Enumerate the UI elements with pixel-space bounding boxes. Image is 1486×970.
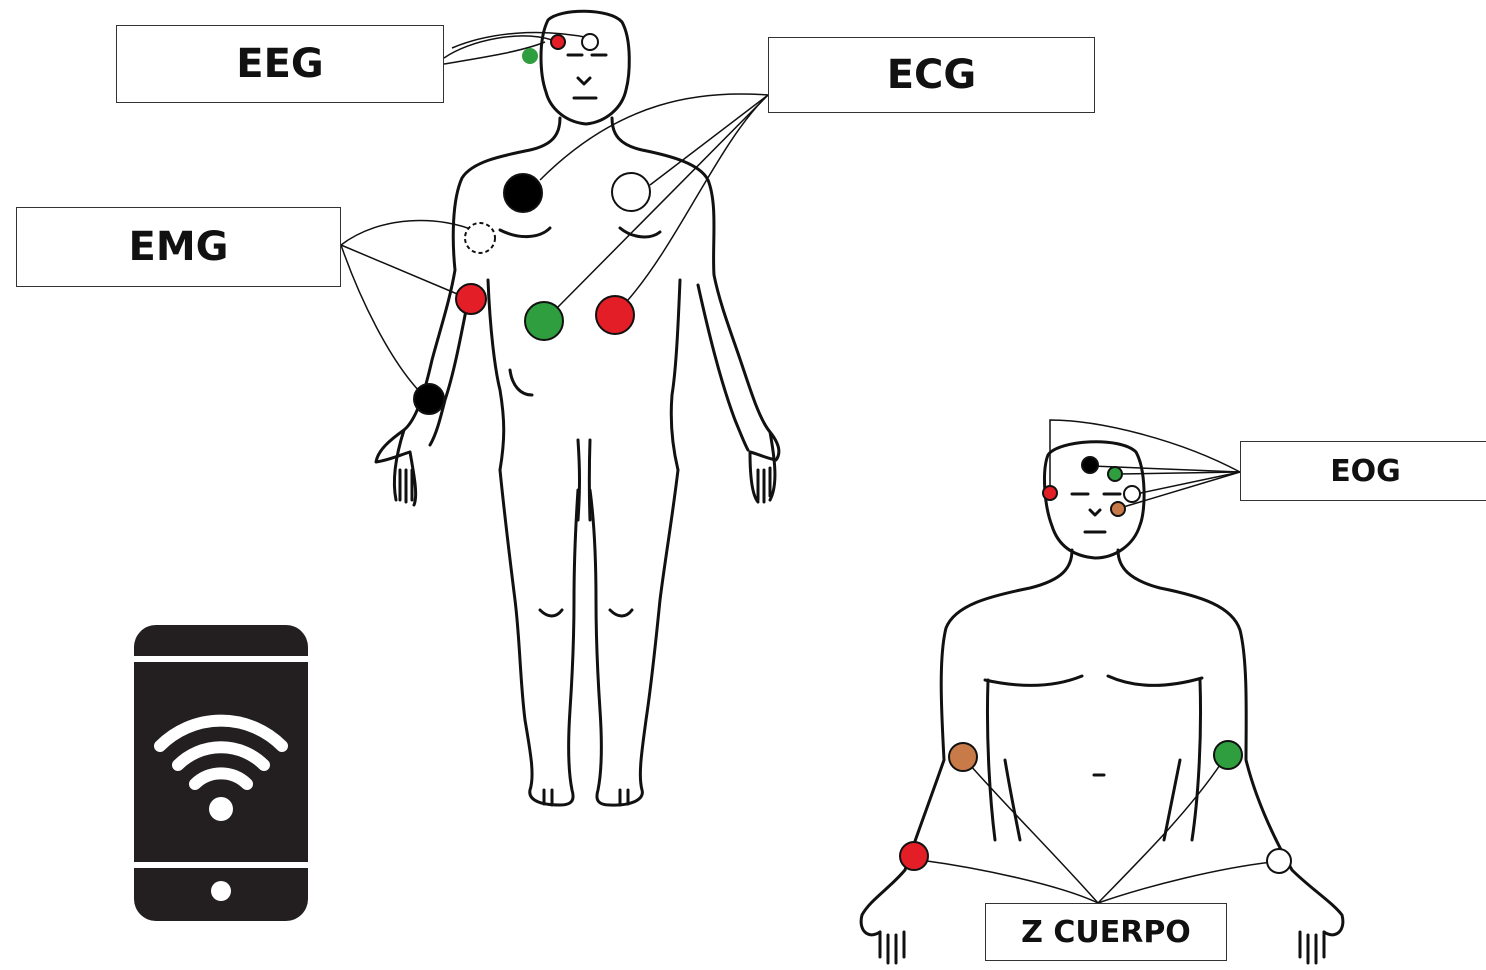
- upper-body-figure: [861, 442, 1343, 963]
- electrode-eog-black: [1082, 457, 1098, 473]
- electrode-z-white: [1267, 849, 1291, 873]
- electrode-emg-black: [414, 384, 444, 414]
- electrode-eeg-red: [551, 35, 565, 49]
- electrode-eeg-white: [582, 34, 598, 50]
- electrode-ecg-white: [612, 173, 650, 211]
- eog-label-text: EOG: [1330, 454, 1401, 489]
- smartphone-wifi-icon: [134, 625, 308, 921]
- electrode-z-brown: [949, 743, 977, 771]
- electrode-ecg-green: [525, 302, 563, 340]
- emg-label: EMG: [16, 207, 341, 287]
- eeg-label: EEG: [116, 25, 444, 103]
- ecg-label-text: ECG: [887, 52, 977, 98]
- eeg-label-text: EEG: [236, 41, 323, 87]
- electrode-z-green: [1214, 741, 1242, 769]
- electrode-eog-brown: [1111, 502, 1125, 516]
- electrode-eeg-green: [522, 48, 538, 64]
- ecg-label: ECG: [768, 37, 1095, 113]
- z-cuerpo-label: Z CUERPO: [985, 903, 1227, 961]
- z-cuerpo-leads: [920, 762, 1272, 903]
- eeg-leads: [444, 33, 590, 64]
- electrode-z-red: [900, 842, 928, 870]
- eog-label: EOG: [1240, 441, 1486, 501]
- electrode-emg-white: [465, 223, 495, 253]
- electrode-ecg-black: [504, 174, 542, 212]
- electrode-eog-red: [1043, 486, 1057, 500]
- electrodes: [414, 34, 1291, 873]
- electrode-eog-white: [1124, 486, 1140, 502]
- electrode-emg-red: [456, 284, 486, 314]
- electrode-eog-green: [1108, 467, 1122, 481]
- z-cuerpo-label-text: Z CUERPO: [1021, 915, 1191, 950]
- emg-label-text: EMG: [129, 224, 229, 270]
- electrode-ecg-red: [596, 296, 634, 334]
- ecg-leads: [540, 94, 768, 310]
